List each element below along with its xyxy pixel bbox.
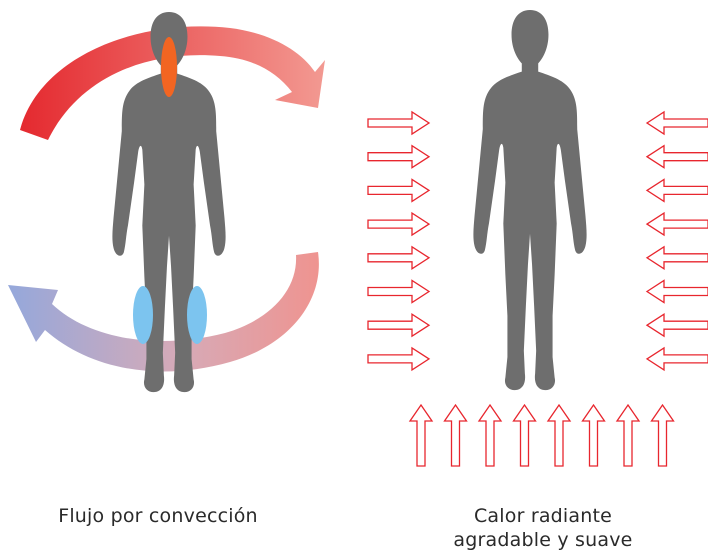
radiant-arrow-left: [645, 178, 708, 203]
radiant-arrow-up: [546, 403, 572, 467]
radiant-arrow-left: [645, 279, 708, 304]
hot-air-arrow-top: [20, 26, 325, 140]
radiant-arrow-up: [512, 403, 537, 467]
radiant-arrow-up: [408, 403, 434, 467]
convection-caption: Flujo por convección: [58, 505, 258, 527]
radiant-arrows-right: [645, 110, 708, 372]
radiant-caption: Calor radiante agradable y suave: [398, 504, 688, 552]
radiant-caption-line-1: Calor radiante: [473, 505, 613, 527]
radiant-arrow-left: [645, 110, 708, 136]
radiant-arrow-right: [367, 313, 431, 338]
cold-right-calf-spot: [187, 286, 207, 344]
radiant-arrows-bottom: [408, 403, 675, 467]
radiant-arrow-right: [367, 346, 431, 372]
radiant-arrow-up: [615, 403, 641, 467]
hot-head-spot: [161, 37, 177, 97]
radiant-caption-line-2: agradable y suave: [453, 529, 633, 551]
cold-left-calf-spot: [133, 286, 153, 344]
radiant-arrows-left: [367, 110, 431, 372]
radiant-arrow-right: [367, 178, 431, 203]
radiant-arrow-left: [645, 313, 708, 338]
radiant-arrow-up: [477, 403, 503, 467]
radiant-arrow-up: [443, 403, 468, 467]
radiant-arrow-left: [645, 144, 708, 169]
radiant-arrow-up: [650, 403, 675, 467]
radiant-arrow-up: [581, 403, 606, 467]
radiant-arrow-right: [367, 279, 431, 304]
convection-scene: [8, 12, 325, 393]
radiant-arrow-right: [367, 245, 431, 270]
radiant-scene: [367, 10, 708, 467]
radiant-arrow-right: [367, 110, 431, 136]
radiant-arrow-left: [645, 245, 708, 270]
radiant-arrow-left: [645, 346, 708, 372]
person-silhouette-right: [473, 10, 587, 391]
cool-air-arrow-bottom: [8, 252, 319, 372]
radiant-arrow-right: [367, 144, 431, 169]
radiant-arrow-left: [645, 211, 708, 237]
radiant-arrow-right: [367, 211, 431, 237]
